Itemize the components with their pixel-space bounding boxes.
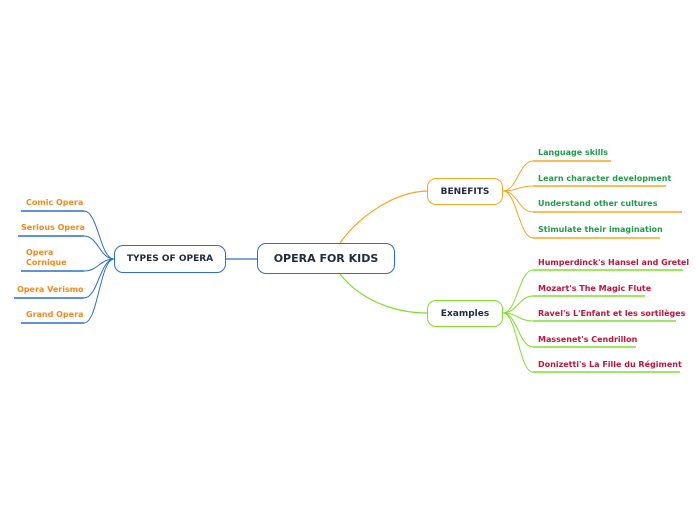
connector-benefits-item-1 xyxy=(502,160,534,192)
connector-types-item-5 xyxy=(83,258,115,324)
benefits-node[interactable]: BENEFITS xyxy=(427,178,503,205)
connector-examples-item-1 xyxy=(502,269,534,314)
connector-center-examples xyxy=(339,273,428,314)
connector-types-item-1 xyxy=(83,210,115,260)
benefits-item-character-development[interactable]: Learn character development xyxy=(538,174,672,183)
connector-center-benefits xyxy=(339,190,428,244)
benefits-item-language-skills[interactable]: Language skills xyxy=(538,148,609,157)
benefits-item-imagination[interactable]: Stimulate their imagination xyxy=(538,225,663,234)
types-of-opera-node[interactable]: TYPES OF OPERA xyxy=(114,245,226,273)
examples-item-fille-regiment[interactable]: Donizetti's La Fille du Régiment xyxy=(538,360,682,369)
examples-item-cendrillon[interactable]: Massenet's Cendrillon xyxy=(538,335,638,344)
types-item-grand-opera[interactable]: Grand Opera xyxy=(26,310,84,319)
examples-item-magic-flute[interactable]: Mozart's The Magic Flute xyxy=(538,284,652,293)
types-item-comic-opera[interactable]: Comic Opera xyxy=(26,198,84,207)
benefits-item-other-cultures[interactable]: Understand other cultures xyxy=(538,199,658,208)
examples-node[interactable]: Examples xyxy=(427,300,503,327)
types-item-opera-verismo[interactable]: Opera Verismo xyxy=(17,285,84,294)
examples-item-lenfant[interactable]: Ravel's L'Enfant et les sortilèges xyxy=(538,309,686,318)
examples-item-hansel-gretel[interactable]: Humperdinck's Hansel and Gretel xyxy=(538,258,690,267)
connector-benefits-item-3 xyxy=(502,190,534,213)
types-item-serious-opera[interactable]: Serious Opera xyxy=(21,223,85,232)
connector-types-item-2 xyxy=(83,235,115,260)
connector-examples-item-2 xyxy=(502,295,534,314)
connector-benefits-item-2 xyxy=(502,185,534,192)
connector-benefits-item-4 xyxy=(502,190,534,239)
types-item-opera-cornique[interactable]: Opera Cornique xyxy=(26,248,67,267)
central-topic[interactable]: OPERA FOR KIDS xyxy=(257,243,395,274)
connector-examples-item-5 xyxy=(502,312,534,373)
